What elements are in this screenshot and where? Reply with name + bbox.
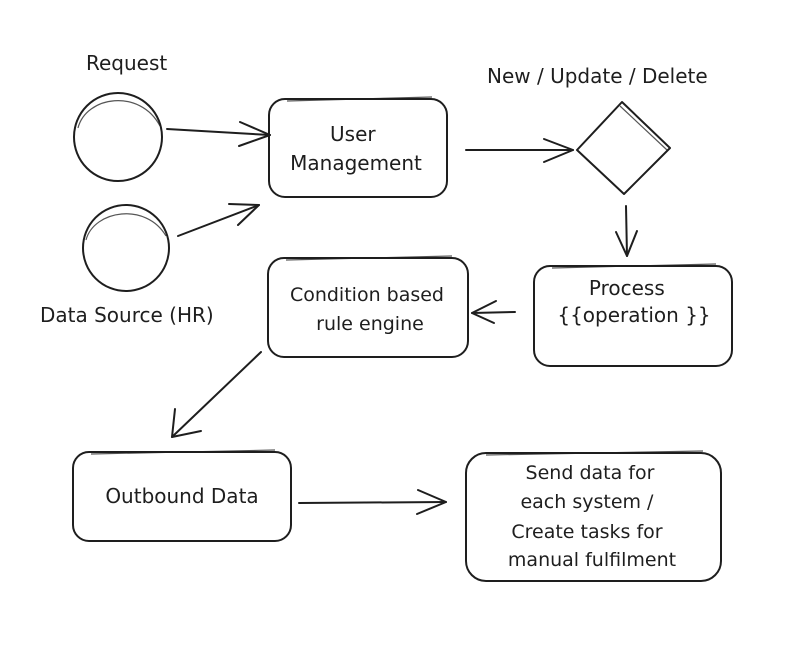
send-data-line-4: manual fulfilment bbox=[508, 549, 676, 571]
rule-engine-line-2: rule engine bbox=[316, 313, 424, 335]
rule-engine-node[interactable]: Condition based rule engine bbox=[267, 255, 469, 358]
arrow-user-management-to-decision bbox=[465, 138, 574, 163]
rule-engine-line-1: Condition based bbox=[290, 284, 444, 306]
svg-text:Send data for each syste: Send data for each system / Create tasks… bbox=[508, 462, 676, 571]
arrow-data-source-to-user-management bbox=[177, 203, 260, 237]
svg-text:Condition based rule eng: Condition based rule engine bbox=[290, 284, 450, 335]
arrow-decision-to-process bbox=[615, 205, 638, 257]
send-data-node[interactable]: Send data for each system / Create tasks… bbox=[465, 450, 722, 582]
svg-text:Process {{operation }}: Process {{operation }} bbox=[557, 276, 710, 327]
data-source-circle[interactable] bbox=[82, 204, 170, 292]
user-management-line-1: User bbox=[330, 122, 376, 146]
arrow-outbound-to-send-data bbox=[298, 489, 447, 515]
request-circle[interactable] bbox=[73, 92, 163, 182]
arrow-process-to-rule-engine bbox=[471, 300, 516, 324]
process-line-2: {{operation }} bbox=[557, 303, 710, 327]
send-data-line-1: Send data for bbox=[526, 462, 655, 484]
send-data-line-3: Create tasks for bbox=[511, 521, 662, 543]
process-node[interactable]: Process {{operation }} bbox=[533, 263, 733, 367]
user-management-line-2: Management bbox=[290, 151, 422, 175]
outbound-data-line-1: Outbound Data bbox=[105, 484, 258, 508]
arrow-request-to-user-management bbox=[166, 121, 271, 147]
send-data-line-2: each system / bbox=[520, 491, 654, 513]
svg-text:User Management: User Management bbox=[290, 122, 422, 175]
process-line-1: Process bbox=[589, 276, 665, 300]
data-source-label: Data Source (HR) bbox=[40, 303, 214, 327]
arrow-rule-engine-to-outbound bbox=[171, 351, 262, 438]
svg-text:Outbound Data: Outbound Data bbox=[105, 484, 258, 508]
decision-diamond[interactable] bbox=[576, 101, 671, 195]
user-management-node[interactable]: User Management bbox=[268, 96, 448, 198]
outbound-data-node[interactable]: Outbound Data bbox=[72, 449, 292, 542]
request-label: Request bbox=[86, 51, 167, 75]
decision-label: New / Update / Delete bbox=[487, 64, 708, 88]
